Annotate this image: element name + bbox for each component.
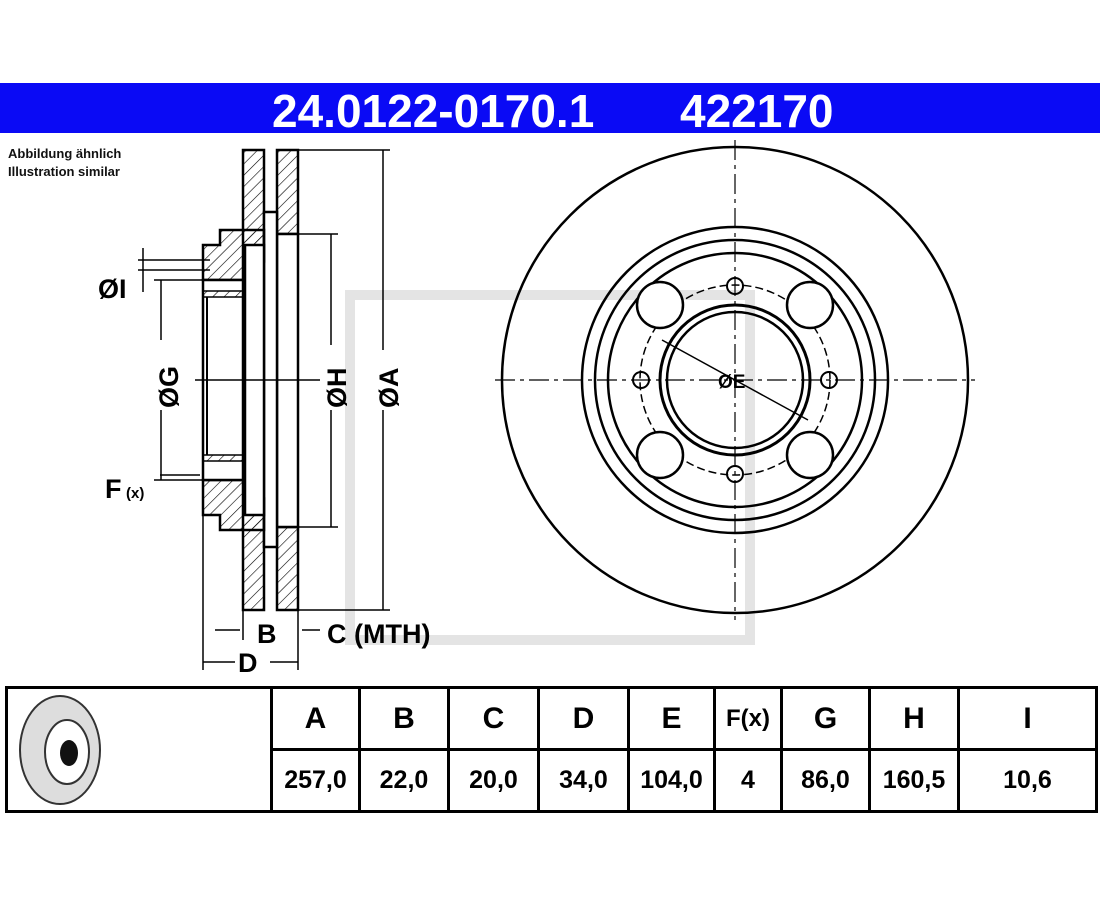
value-h: 160,5	[868, 748, 960, 813]
header-e: E	[627, 686, 716, 751]
table-header-row: A B C D E F(x) G H I	[5, 686, 1098, 813]
note-de: Abbildung ähnlich	[8, 146, 122, 161]
header-h: H	[868, 686, 960, 751]
value-e: 104,0	[627, 748, 716, 813]
label-dia-h: ØH	[322, 368, 352, 409]
header-b: B	[358, 686, 450, 751]
label-dia-g: ØG	[154, 366, 184, 408]
header-g: G	[780, 686, 871, 751]
article-number: 24.0122-0170.1	[272, 85, 595, 137]
header-band	[0, 83, 1100, 133]
disc-thumbnail-cell	[5, 686, 273, 813]
ate-watermark-logo	[345, 290, 755, 645]
header-f: F(x)	[713, 686, 783, 751]
header-a: A	[270, 686, 361, 751]
label-c: C (MTH)	[327, 619, 430, 649]
illustration-note: Abbildung ähnlich Illustration similar	[8, 145, 121, 181]
value-i: 10,6	[957, 748, 1098, 813]
value-b: 22,0	[358, 748, 450, 813]
note-en: Illustration similar	[8, 164, 120, 179]
dimensions-table: A B C D E F(x) G H I 257,0 22,0 20,0 34,…	[5, 686, 1098, 813]
label-f: F	[105, 474, 122, 504]
brake-disc-icon	[19, 694, 101, 805]
label-b: B	[257, 619, 277, 649]
value-d: 34,0	[537, 748, 630, 813]
header-d: D	[537, 686, 630, 751]
value-a: 257,0	[270, 748, 361, 813]
dimension-lines	[138, 149, 390, 670]
front-view	[495, 140, 975, 620]
technical-drawing: ØI ØG ØH ØA F (x) B C (MTH) D ØE	[98, 140, 975, 678]
label-dia-i: ØI	[98, 274, 127, 304]
label-f-sub: (x)	[126, 485, 144, 502]
table-value-row: 257,0 22,0 20,0 34,0 104,0 4 86,0 160,5 …	[7, 748, 1098, 813]
value-c: 20,0	[447, 748, 540, 813]
label-dia-e: ØE	[718, 372, 745, 393]
header-c: C	[447, 686, 540, 751]
value-f: 4	[713, 748, 783, 813]
value-g: 86,0	[780, 748, 871, 813]
label-d: D	[238, 648, 258, 678]
ref-number: 422170	[680, 85, 834, 137]
header-i: I	[957, 686, 1098, 751]
label-dia-a: ØA	[374, 368, 404, 409]
